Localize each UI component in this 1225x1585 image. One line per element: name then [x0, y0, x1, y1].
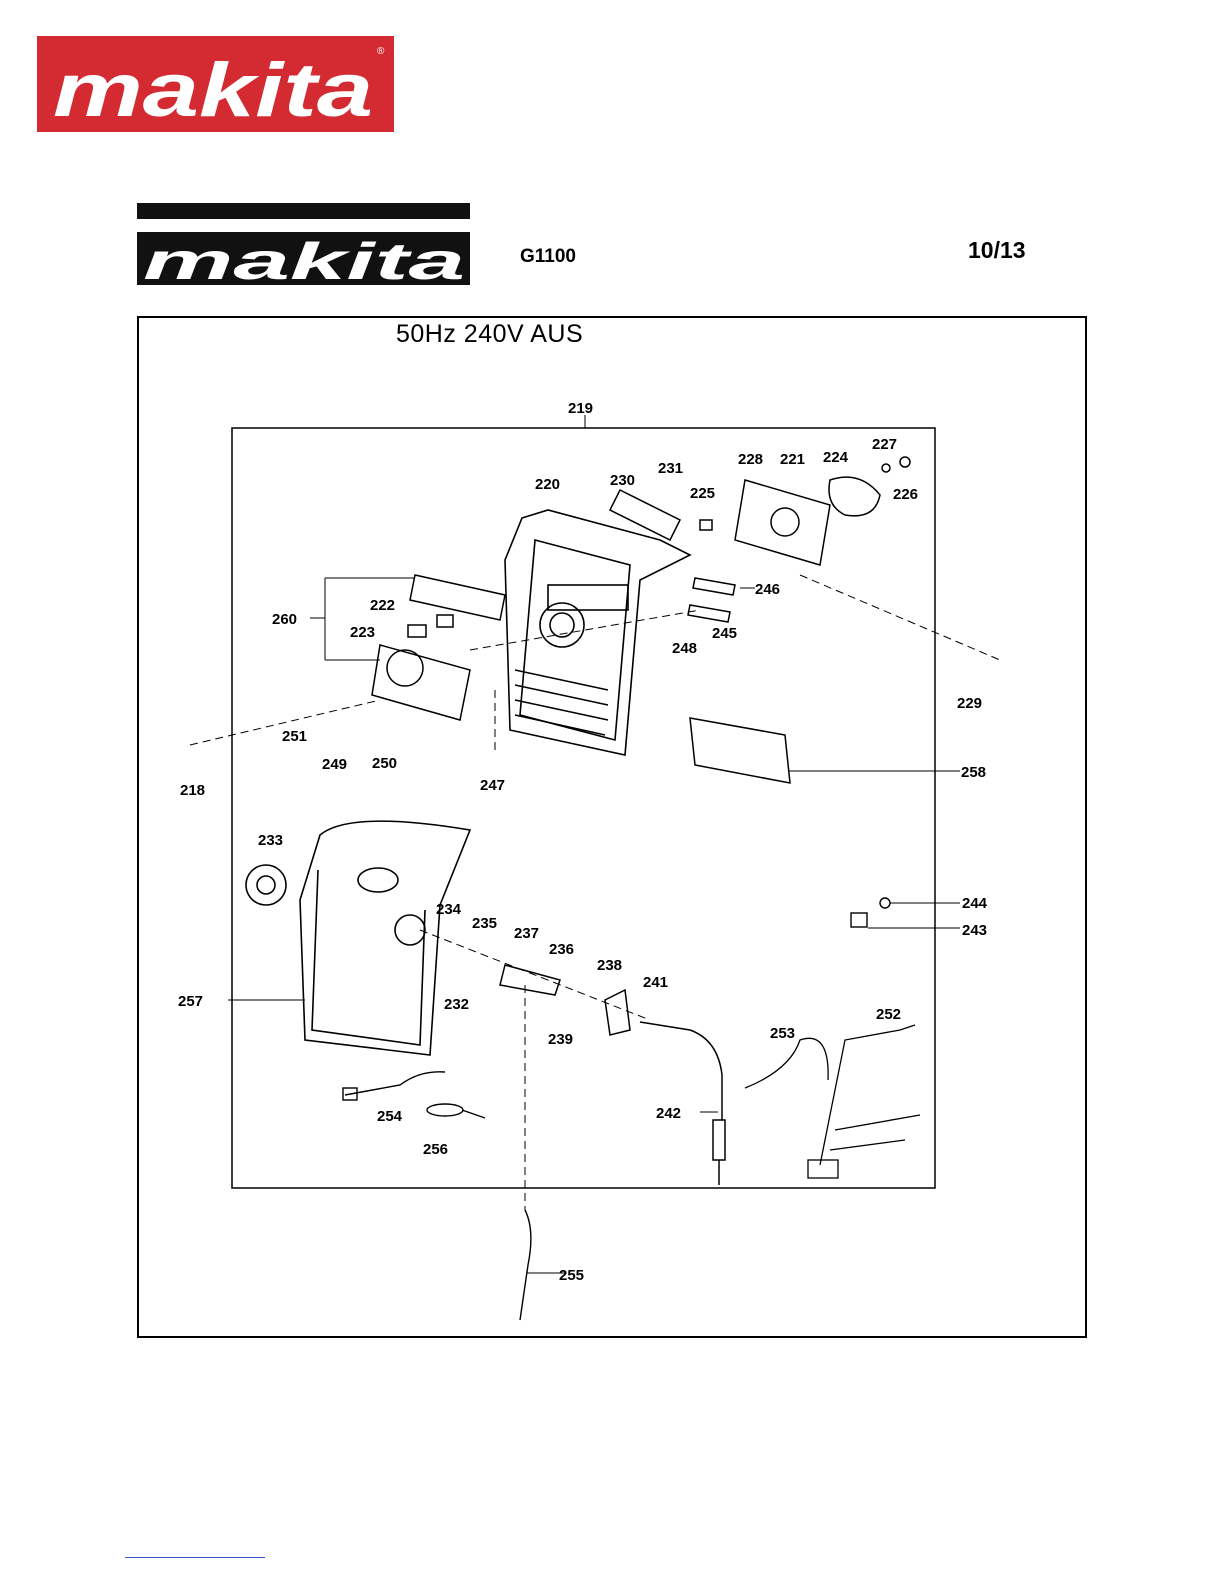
svg-text:makita: makita	[53, 48, 373, 132]
front-panel	[505, 510, 690, 755]
makita-logo-small: makita	[137, 203, 470, 285]
svg-text:®: ®	[377, 46, 385, 57]
part-label: 222	[370, 597, 395, 614]
part-label: 244	[962, 895, 988, 912]
part-label: 257	[178, 993, 203, 1010]
part-label: 225	[690, 485, 715, 502]
part-label: 251	[282, 728, 307, 745]
part-label: 255	[559, 1267, 584, 1284]
part-label: 258	[961, 764, 986, 781]
part-label: 256	[423, 1141, 448, 1158]
rear-frame	[246, 821, 470, 1055]
part-label: 227	[872, 436, 897, 453]
part-label: 220	[535, 476, 560, 493]
svg-text:makita: makita	[143, 233, 465, 285]
part-label: 237	[514, 925, 539, 942]
part-label: 239	[548, 1031, 573, 1048]
part-label: 236	[549, 941, 574, 958]
part-label: 234	[436, 901, 462, 918]
part-label: 246	[755, 581, 780, 598]
part-label: 235	[472, 915, 497, 932]
part-label: 218	[180, 782, 205, 799]
rear-plate	[610, 457, 910, 565]
part-label: 253	[770, 1025, 795, 1042]
part-label: 241	[643, 974, 668, 991]
makita-logo: makita ®	[37, 36, 394, 132]
panel-258	[690, 718, 790, 783]
part-label: 252	[876, 1006, 901, 1023]
exploded-parts-diagram: 219 220 230 231 225 228 221 224 227 226 …	[139, 318, 1083, 1334]
part-label: 233	[258, 832, 283, 849]
assembly-box	[232, 428, 935, 1188]
part-label: 254	[377, 1108, 403, 1125]
part-label: 242	[656, 1105, 681, 1122]
throttle-parts	[500, 965, 725, 1185]
footer-link-underline[interactable]	[125, 1557, 265, 1558]
part-label: 226	[893, 486, 918, 503]
part-label: 232	[444, 996, 469, 1013]
wiring-harness	[745, 1025, 920, 1178]
part-label: 231	[658, 460, 683, 477]
part-label: 260	[272, 611, 297, 628]
part-label: 224	[823, 449, 849, 466]
part-label: 249	[322, 756, 347, 773]
part-label: 228	[738, 451, 763, 468]
part-label: 219	[568, 400, 593, 417]
part-label: 245	[712, 625, 737, 642]
part-label: 247	[480, 777, 505, 794]
part-label: 238	[597, 957, 622, 974]
part-labels: 219 220 230 231 225 228 221 224 227 226 …	[178, 400, 988, 1284]
model-number: G1100	[520, 246, 576, 268]
part-label: 243	[962, 922, 987, 939]
part-label: 223	[350, 624, 375, 641]
part-label: 250	[372, 755, 397, 772]
part-label: 248	[672, 640, 697, 657]
part-label: 229	[957, 695, 982, 712]
part-label: 230	[610, 472, 635, 489]
page-number: 10/13	[968, 237, 1026, 264]
part-label: 221	[780, 451, 805, 468]
